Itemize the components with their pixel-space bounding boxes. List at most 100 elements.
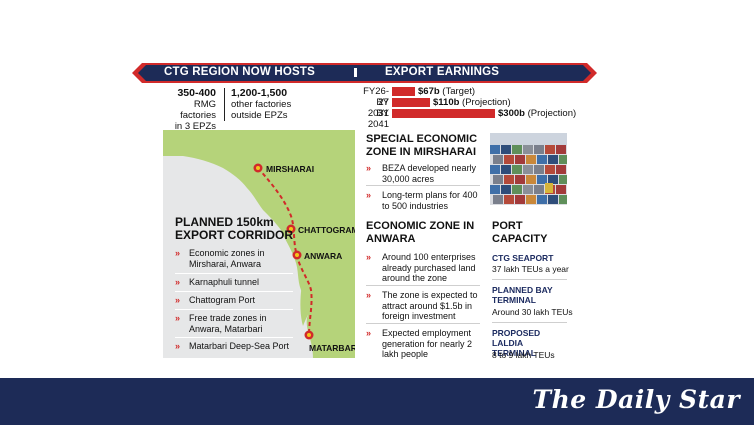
- container-block: [534, 145, 544, 154]
- container-block: [534, 165, 544, 174]
- double-chevron-icon: »: [175, 277, 181, 287]
- corridor-item-text: Free trade zones in Anwara, Matarbari: [189, 313, 267, 334]
- container-block: [534, 185, 544, 194]
- double-chevron-icon: »: [366, 190, 372, 200]
- double-chevron-icon: »: [366, 290, 372, 300]
- city-label-mirsharai: MIRSHARAI: [266, 164, 315, 174]
- port-value-ctg: 37 lakh TEUs a year: [492, 264, 569, 274]
- container-port-photo: [490, 133, 567, 205]
- sez-item-text: Long-term plans for 400 to 500 industrie…: [382, 190, 478, 211]
- container-block: [523, 145, 533, 154]
- city-marker-mirsharai: [253, 163, 263, 173]
- container-block: [490, 145, 500, 154]
- divider: [175, 273, 293, 274]
- sez-item-text: BEZA developed nearly 30,000 acres: [382, 163, 477, 184]
- container-block: [515, 195, 525, 204]
- double-chevron-icon: »: [366, 252, 372, 262]
- double-chevron-icon: »: [175, 313, 181, 323]
- container-block: [493, 195, 503, 204]
- stat-other-number: 1,200-1,500: [231, 87, 288, 99]
- double-chevron-icon: »: [366, 328, 372, 338]
- container-block: [493, 175, 503, 184]
- earnings-note: (Target): [439, 86, 476, 97]
- sez-title-line1: SPECIAL ECONOMIC: [366, 133, 478, 145]
- banner-ribbon-shape: [132, 63, 597, 83]
- sez-mirsharai-title: SPECIAL ECONOMIC ZONE IN MIRSHARAI: [366, 133, 477, 158]
- earnings-bar: [392, 98, 430, 107]
- double-chevron-icon: »: [175, 295, 181, 305]
- container-block: [490, 185, 500, 194]
- corridor-title-line2: EXPORT CORRIDOR: [175, 228, 294, 242]
- container-block: [556, 185, 566, 194]
- coastline-map: [163, 130, 355, 358]
- container-block: [559, 155, 567, 164]
- earnings-year: FY26-27: [363, 86, 389, 108]
- ez-anwara-title: ECONOMIC ZONE IN ANWARA: [366, 220, 474, 245]
- banner-separator: [354, 68, 357, 77]
- earnings-amount: $110b: [433, 97, 460, 108]
- double-chevron-icon: »: [366, 163, 372, 173]
- double-chevron-icon: »: [175, 248, 181, 258]
- container-block: [504, 195, 514, 204]
- stat-rmg-number: 350-400: [177, 87, 216, 99]
- container-block: [515, 175, 525, 184]
- banner-right-title: EXPORT EARNINGS: [385, 66, 500, 78]
- stat-other-line1: other factories: [231, 99, 292, 110]
- banner-left-title: CTG REGION NOW HOSTS: [164, 66, 315, 78]
- port-capacity-title: PORT CAPACITY: [492, 220, 547, 245]
- port-value-bay: Around 30 lakh TEUs: [492, 307, 573, 317]
- divider: [492, 279, 567, 280]
- container-block: [504, 155, 514, 164]
- container-block: [526, 155, 536, 164]
- stat-rmg-line2: in 3 EPZs: [174, 121, 216, 132]
- ez-item-text: The zone is expected to attract around $…: [382, 290, 478, 321]
- divider: [175, 291, 293, 292]
- corridor-item-text: Economic zones in Mirsharai, Anwara: [189, 248, 265, 269]
- container-block: [548, 195, 558, 204]
- corridor-title-line1: PLANNED 150km: [175, 215, 274, 229]
- container-block: [493, 155, 503, 164]
- container-block: [559, 195, 567, 204]
- container-block: [556, 145, 566, 154]
- corridor-item-text: Chattogram Port: [189, 295, 256, 305]
- divider: [366, 285, 480, 286]
- container-block: [523, 165, 533, 174]
- stat-rmg-line1: RMG factories: [180, 99, 216, 121]
- stat-other-line2: outside EPZs: [231, 110, 288, 121]
- divider: [175, 309, 293, 310]
- ez-item-text: Around 100 enterprises already purchased…: [382, 252, 476, 283]
- port-name-laldia: PROPOSED LALDIA TERMINAL: [492, 328, 541, 358]
- earnings-bar: [392, 109, 495, 118]
- corridor-item-text: Matarbari Deep-Sea Port: [189, 341, 290, 351]
- stat-divider: [224, 88, 225, 121]
- island-shape: [300, 280, 312, 326]
- container-block: [548, 155, 558, 164]
- container-block: [559, 175, 567, 184]
- port-title-line2: CAPACITY: [492, 232, 548, 245]
- container-block: [523, 185, 533, 194]
- container-block: [548, 175, 558, 184]
- corridor-title: PLANNED 150km EXPORT CORRIDOR: [175, 216, 295, 242]
- container-stacks: [490, 145, 567, 204]
- port-title-line1: PORT: [492, 220, 523, 232]
- port-name-ctg: CTG SEAPORT: [492, 253, 554, 263]
- container-block: [512, 165, 522, 174]
- container-block: [504, 175, 514, 184]
- earnings-year: BY 2031: [367, 97, 389, 119]
- container-block: [537, 155, 547, 164]
- container-block: [545, 165, 555, 174]
- container-block: [556, 165, 566, 174]
- earnings-note: (Projection): [524, 108, 577, 119]
- container-block: [501, 185, 511, 194]
- ez-item-text: Expected employment generation for nearl…: [382, 328, 473, 359]
- container-block: [526, 195, 536, 204]
- container-block: [501, 165, 511, 174]
- city-label-anwara: ANWARA: [304, 251, 343, 261]
- earnings-note: (Projection): [459, 97, 511, 108]
- double-chevron-icon: »: [175, 341, 181, 351]
- ez-title-line1: ECONOMIC ZONE IN: [366, 220, 475, 232]
- container-stacks-illustration: [490, 133, 567, 204]
- ez-title-line2: ANWARA: [366, 232, 416, 245]
- divider: [492, 322, 567, 323]
- container-block: [526, 175, 536, 184]
